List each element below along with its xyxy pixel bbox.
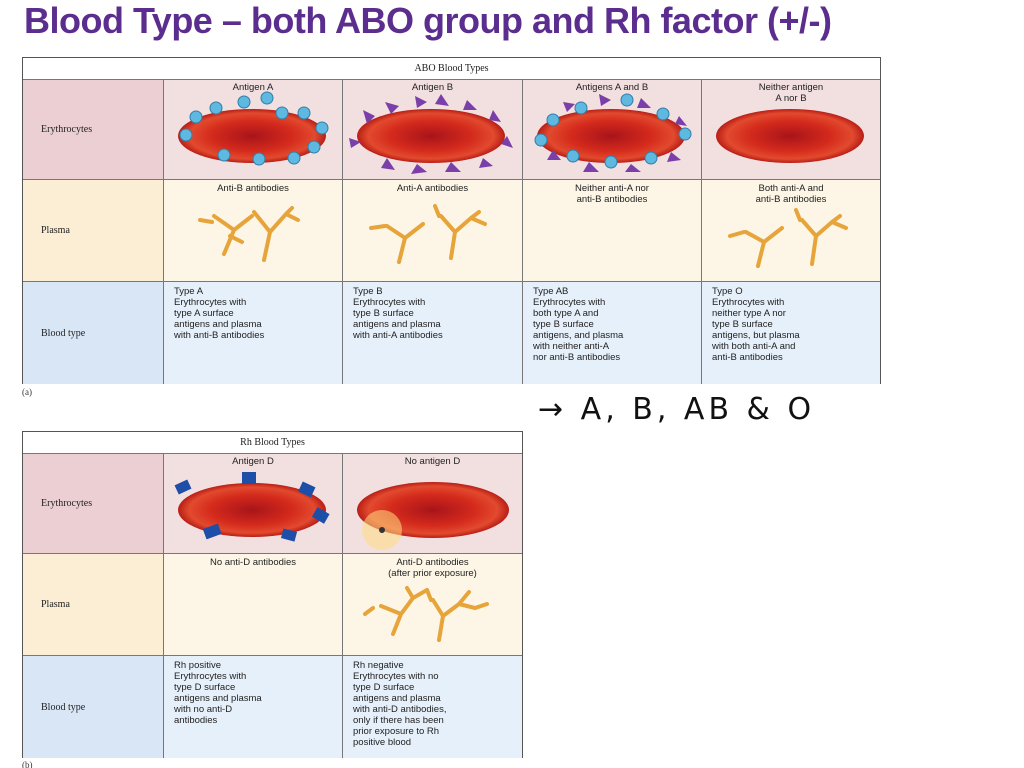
abo-plasma-type-b: Anti-A antibodies: [343, 180, 523, 282]
row-header-plasma: Plasma: [23, 554, 164, 656]
antigen-label: Neither antigen A nor B: [758, 82, 824, 104]
abo-blood-type-a: Type A Erythrocytes with type A surface …: [164, 282, 343, 384]
row-header-plasma: Plasma: [23, 180, 164, 282]
panel-label-b: (b): [22, 760, 33, 768]
abo-table-caption: ABO Blood Types: [23, 58, 880, 80]
erythrocyte-b-icon: [349, 94, 513, 174]
pointer-highlight: [362, 510, 402, 550]
rh-blood-type-negative: Rh negative Erythrocytes with no type D …: [343, 656, 522, 758]
abo-erythrocyte-type-a: Antigen A: [164, 80, 343, 180]
blood-type-description: Rh positive Erythrocytes with type D sur…: [174, 660, 262, 726]
row-header-blood-type: Blood type: [23, 282, 164, 384]
plasma-label: Neither anti-A nor anti-B antibodies: [575, 183, 649, 205]
abo-blood-type-b: Type B Erythrocytes with type B surface …: [343, 282, 523, 384]
abo-plasma-type-a: Anti-B antibodies: [164, 180, 343, 282]
rh-table-caption: Rh Blood Types: [23, 432, 522, 454]
abo-plasma-type-o: Both anti-A and anti-B antibodies: [702, 180, 880, 282]
antigen-label: Antigen B: [411, 82, 454, 93]
abo-plasma-type-ab: Neither anti-A nor anti-B antibodies: [523, 180, 702, 282]
rh-table: Rh Blood Types Erythrocytes Antigen D No…: [22, 431, 523, 758]
abo-erythrocyte-type-ab: Antigens A and B: [523, 80, 702, 180]
antigen-label: Antigen A: [232, 82, 274, 93]
anti-a-antibody-icon: [369, 204, 487, 264]
row-header-blood-type: Blood type: [23, 656, 164, 758]
antigen-label: Antigens A and B: [575, 82, 649, 93]
blood-type-description: Type O Erythrocytes with neither type A …: [712, 286, 800, 363]
erythrocyte-o-icon: [716, 109, 864, 163]
panel-label-a: (a): [22, 387, 32, 397]
handwritten-annotation: → A, B, AB & O: [538, 392, 816, 427]
rh-erythrocyte-positive: Antigen D: [164, 454, 343, 554]
erythrocyte-a-icon: [178, 91, 329, 166]
erythrocyte-ab-icon: [534, 93, 692, 172]
anti-b-antibody-icon: [198, 206, 300, 262]
plasma-label: Both anti-A and anti-B antibodies: [755, 183, 827, 205]
blood-type-description: Type AB Erythrocytes with both type A an…: [533, 286, 624, 363]
row-header-erythrocytes: Erythrocytes: [23, 454, 164, 554]
anti-d-antibody-icon: [363, 586, 489, 642]
blood-type-description: Type B Erythrocytes with type B surface …: [353, 286, 443, 341]
abo-blood-type-o: Type O Erythrocytes with neither type A …: [702, 282, 880, 384]
antigen-label: No antigen D: [404, 456, 461, 467]
plasma-label: Anti-D antibodies (after prior exposure): [388, 557, 477, 579]
blood-type-description: Type A Erythrocytes with type A surface …: [174, 286, 265, 341]
plasma-label: Anti-B antibodies: [217, 183, 289, 194]
rh-erythrocyte-negative: No antigen D: [343, 454, 522, 554]
plasma-label: Anti-A antibodies: [396, 183, 469, 194]
plasma-label: No anti-D antibodies: [209, 557, 297, 568]
abo-erythrocyte-type-b: Antigen B: [343, 80, 523, 180]
abo-blood-type-ab: Type AB Erythrocytes with both type A an…: [523, 282, 702, 384]
antigen-label: Antigen D: [232, 456, 274, 467]
row-header-erythrocytes: Erythrocytes: [23, 80, 164, 180]
abo-table: ABO Blood Types Erythrocytes Antigen A: [22, 57, 881, 384]
rh-blood-type-positive: Rh positive Erythrocytes with type D sur…: [164, 656, 343, 758]
abo-erythrocyte-type-o: Neither antigen A nor B: [702, 80, 880, 180]
anti-a-anti-b-antibody-icon: [728, 208, 848, 268]
slide-title: Blood Type – both ABO group and Rh facto…: [24, 0, 832, 41]
rh-plasma-positive: No anti-D antibodies: [164, 554, 343, 656]
erythrocyte-d-icon: [174, 472, 330, 542]
blood-type-description: Rh negative Erythrocytes with no type D …: [353, 660, 447, 748]
rh-plasma-negative: Anti-D antibodies (after prior exposure): [343, 554, 522, 656]
